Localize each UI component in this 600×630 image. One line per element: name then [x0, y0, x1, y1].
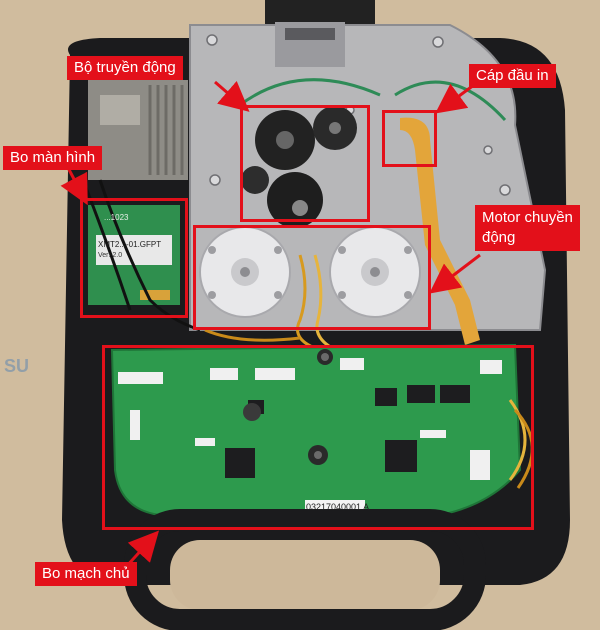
label-motor-line1: Motor chuyền	[482, 209, 573, 226]
label-motor: Motor chuyền động	[475, 205, 580, 251]
label-mainboard: Bo mạch chủ	[35, 562, 137, 586]
board-serial-text: 03217040001 A	[306, 502, 370, 512]
svg-text:SU: SU	[4, 356, 29, 376]
label-display-board: Bo màn hình	[3, 146, 103, 170]
transmission-highlight-box	[240, 105, 370, 222]
mainboard-highlight-box	[102, 345, 534, 530]
lcd-model-text: XMT2...-01.GFPT	[98, 240, 162, 249]
display-board-highlight-box	[80, 198, 188, 318]
lcd-code-text: ...1023	[104, 213, 129, 222]
motor-highlight-box	[193, 225, 431, 330]
label-printhead-cable: Cáp đầu in	[469, 64, 556, 88]
label-motor-line2: động	[482, 229, 516, 246]
lcd-version-text: Ver: 2.0	[98, 252, 123, 259]
printhead-cable-highlight-box	[382, 110, 437, 167]
label-transmission: Bộ truyền động	[67, 56, 183, 80]
